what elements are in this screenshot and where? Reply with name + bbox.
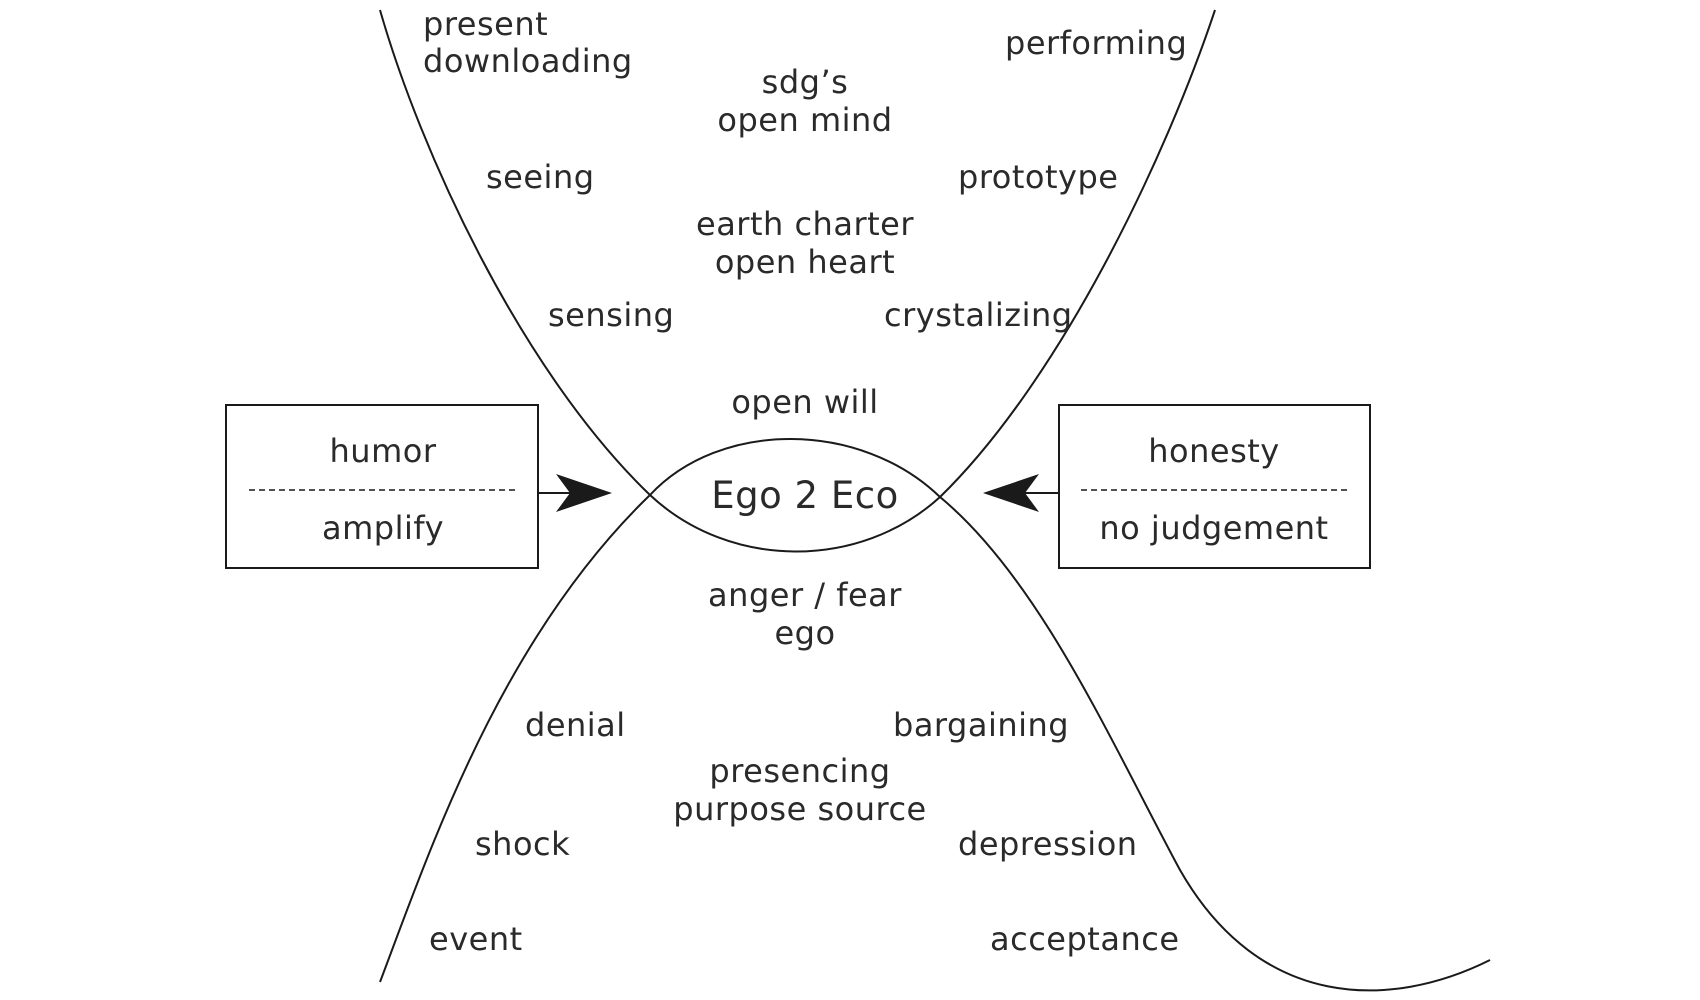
purpose-source-label: purpose source — [673, 790, 926, 828]
left-arrow — [538, 474, 612, 512]
amplify-label: amplify — [322, 509, 444, 547]
shock-label: shock — [475, 825, 570, 863]
sdgs-label: sdg’s — [762, 63, 849, 101]
humor-label: humor — [330, 432, 437, 470]
sensing-label: sensing — [548, 296, 674, 334]
presencing-label: presencing — [709, 752, 890, 790]
center-title: Ego 2 Eco — [711, 474, 898, 517]
earth-charter-label: earth charter — [696, 205, 914, 243]
center-lens-upper-arc — [649, 438, 941, 498]
open-will-label: open will — [731, 383, 878, 421]
humor-amplify-box: humor amplify — [225, 404, 539, 569]
upper-right-curve — [939, 9, 1216, 498]
downloading-label: downloading — [423, 42, 633, 80]
honesty-no-judgement-box: honesty no judgement — [1058, 404, 1371, 569]
prototype-label: prototype — [958, 158, 1118, 196]
lower-right-curve — [939, 496, 1491, 992]
acceptance-label: acceptance — [990, 920, 1180, 958]
seeing-label: seeing — [486, 158, 595, 196]
upper-left-curve — [379, 9, 651, 496]
event-label: event — [429, 920, 523, 958]
center-lens-lower-arc — [649, 494, 941, 553]
open-heart-label: open heart — [715, 243, 895, 281]
present-label: present — [423, 5, 548, 43]
depression-label: depression — [958, 825, 1138, 863]
honesty-label: honesty — [1148, 432, 1279, 470]
ego-label: ego — [774, 614, 835, 652]
denial-label: denial — [525, 706, 626, 744]
lower-left-curve — [379, 494, 651, 983]
no-judgement-label: no judgement — [1099, 509, 1328, 547]
crystalizing-label: crystalizing — [884, 296, 1073, 334]
open-mind-label: open mind — [717, 101, 892, 139]
anger-fear-label: anger / fear — [708, 576, 902, 614]
bargaining-label: bargaining — [893, 706, 1069, 744]
right-arrow — [983, 474, 1059, 512]
performing-label: performing — [1005, 24, 1187, 62]
